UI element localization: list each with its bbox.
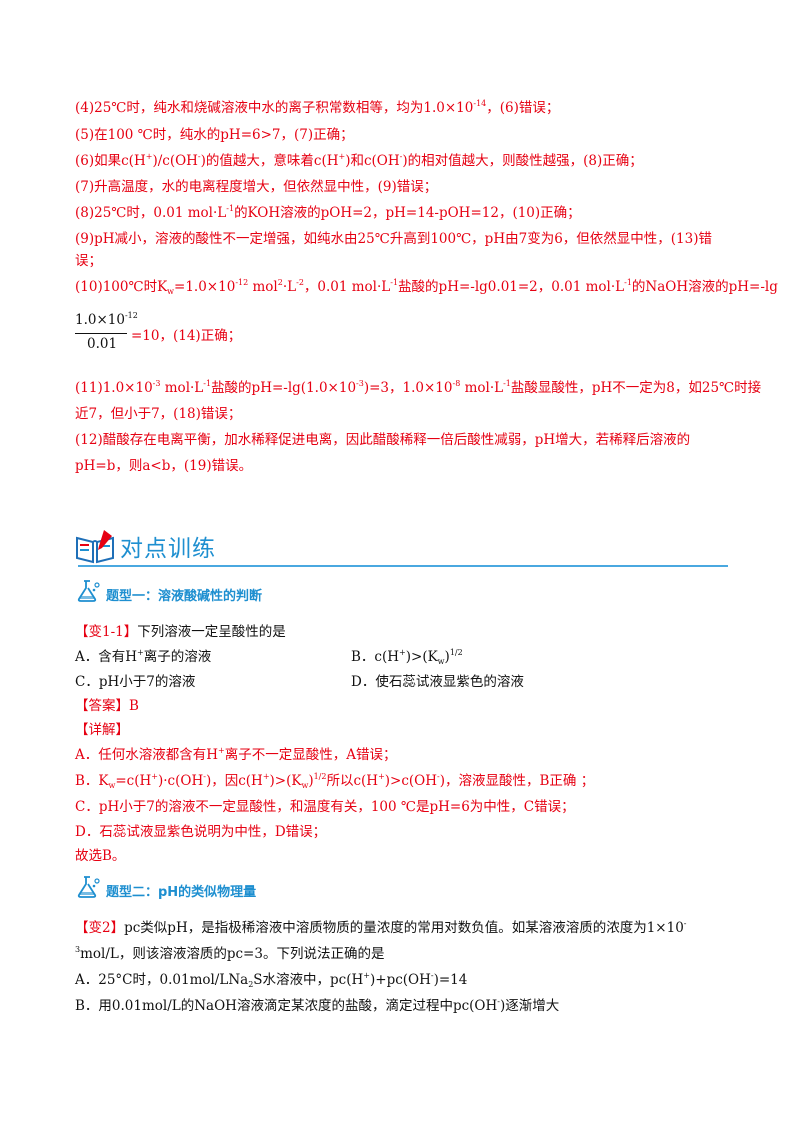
question-2-option-a: A．25°C时，0.01mol/LNa2S水溶液中，pc(H+)+pc(OH-)… — [75, 971, 468, 989]
question-2-stem-cont: 3mol/L，则该溶液溶质的pc=3。下列说法正确的是 — [75, 945, 385, 963]
fraction-bar — [75, 333, 127, 334]
fraction-numerator: 1.0×10-12 — [75, 311, 138, 329]
solution-line-4: (4)25℃时，纯水和烧碱溶液中水的离子积常数相等，均为1.0×10-14，(6… — [75, 99, 560, 117]
solution-line-11: (11)1.0×10-3 mol·L-1盐酸的pH=-lg(1.0×10-3)=… — [75, 379, 762, 397]
fraction-denominator: 0.01 — [87, 336, 118, 352]
question-1-stem: 【变1-1】下列溶液一定呈酸性的是 — [75, 624, 286, 640]
question-1-detail-c: C．pH小于7的溶液不一定显酸性，和温度有关，100 ℃是pH=6为中性，C错误… — [75, 799, 575, 815]
solution-line-5: (5)在100 ℃时，纯水的pH=6>7，(7)正确； — [75, 127, 354, 143]
type-2-title: 题型二：pH的类似物理量 — [106, 885, 257, 900]
solution-line-6: (6)如果c(H+)/c(OH-)的值越大，意味着c(H+)和c(OH-)的相对… — [75, 152, 643, 170]
solution-line-10: (10)100℃时Kw=1.0×10-12 mol2·L-2，0.01 mol·… — [75, 278, 778, 296]
solution-line-9-cont: 误； — [75, 253, 102, 269]
solution-line-9: (9)pH减小，溶液的酸性不一定增强，如纯水由25℃升高到100℃，pH由7变为… — [75, 231, 712, 247]
question-1-detail-heading: 【详解】 — [75, 722, 129, 738]
fraction-result: =10，(14)正确； — [131, 328, 242, 344]
question-2-option-b: B．用0.01mol/L的NaOH溶液滴定某浓度的盐酸，滴定过程中pc(OH-)… — [75, 997, 560, 1015]
question-1-option-d: D．使石蕊试液显紫色的溶液 — [351, 674, 524, 690]
question-1-conclusion: 故选B。 — [75, 848, 126, 864]
solution-line-7: (7)升高温度，水的电离程度增大，但依然显中性，(9)错误； — [75, 179, 438, 195]
solution-line-8: (8)25℃时，0.01 mol·L-1的KOH溶液的pOH=2，pH=14-p… — [75, 204, 581, 222]
flask-icon — [77, 580, 100, 602]
section-divider — [78, 565, 728, 567]
solution-line-12-cont: pH=b，则a<b，(19)错误。 — [75, 458, 253, 474]
question-1-option-c: C．pH小于7的溶液 — [75, 674, 196, 690]
question-1-option-a: A．含有H+离子的溶液 — [75, 648, 212, 666]
solution-line-12: (12)醋酸存在电离平衡，加水稀释促进电离，因此醋酸稀释一倍后酸性减弱，pH增大… — [75, 432, 691, 448]
question-1-detail-b: B．Kw=c(H+)·c(OH-)，因c(H+)>(Kw)1/2所以c(H+)>… — [75, 772, 595, 790]
question-1-option-b: B．c(H+)>(Kw)1/2 — [351, 648, 463, 666]
question-1-detail-d: D．石蕊试液显紫色说明为中性，D错误； — [75, 824, 327, 840]
type-1-title: 题型一：溶液酸碱性的判断 — [106, 589, 263, 604]
section-title: 对点训练 — [120, 536, 216, 562]
question-2-stem: 【变2】pc类似pH，是指极稀溶液中溶质物质的量浓度的常用对数负值。如某溶液溶质… — [75, 919, 687, 937]
question-1-answer: 【答案】B — [75, 698, 139, 714]
question-1-detail-a: A．任何水溶液都含有H+离子不一定显酸性，A错误； — [75, 746, 397, 764]
book-icon — [76, 530, 114, 564]
flask-icon — [77, 876, 100, 898]
solution-line-11-cont: 近7，但小于7，(18)错误； — [75, 406, 242, 422]
